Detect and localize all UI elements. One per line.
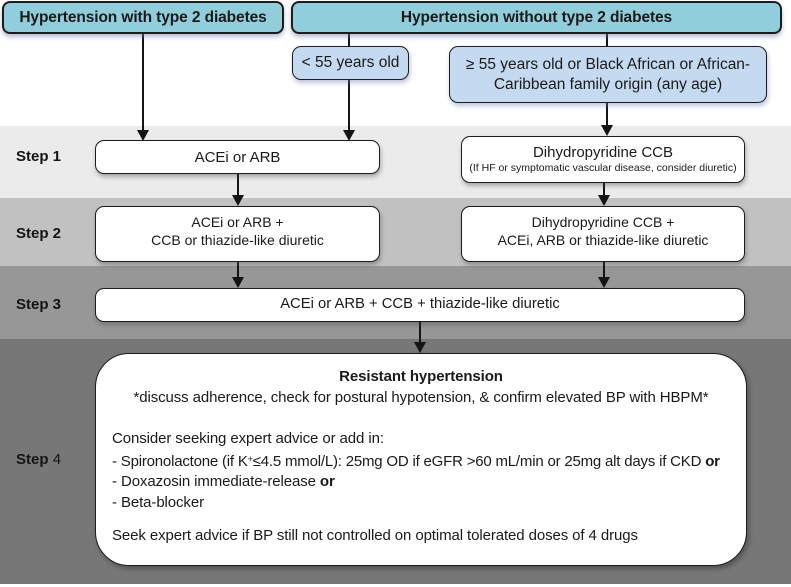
box-step3-text: ACEi or ARB + CCB + thiazide-like diuret… (280, 295, 560, 312)
step2-label: Step 2 (16, 225, 62, 242)
step3-label: Step 3 (16, 296, 62, 313)
box-over-55-line2: Caribbean family origin (any age) (493, 75, 723, 93)
arrowhead-step1-step2-right (598, 195, 610, 206)
resistant-subtitle: *discuss adherence, check for postural h… (133, 389, 709, 406)
box-under-55-text: < 55 years old (301, 54, 400, 71)
resistant-seek-advice: Seek expert advice if BP still not contr… (112, 527, 638, 544)
arrowhead-withdiabetes-step1 (137, 130, 149, 141)
arrowhead-under55-step1 (343, 130, 355, 141)
arrowhead-step1-step2-left (232, 195, 244, 206)
box-hypertension-without-diabetes-text: Hypertension without type 2 diabetes (400, 8, 673, 26)
potassium-superscript: + (247, 454, 253, 464)
doxazosin-text: - Doxazosin immediate-release (112, 473, 320, 490)
box-step1-ccb: Dihydropyridine CCB (If HF or symptomati… (461, 136, 745, 183)
box-step2-left-line2: CCB or thiazide-like diuretic (151, 232, 324, 248)
connector-over55-step1 (606, 103, 608, 126)
box-step2-left-line1: ACEi or ARB + (191, 214, 284, 230)
box-over-55: ≥ 55 years old or Black African or Afric… (449, 46, 767, 103)
connector-step1-step2-right (603, 183, 605, 196)
box-step2-left: ACEi or ARB + CCB or thiazide-like diure… (95, 206, 380, 262)
resistant-beta-blocker: - Beta-blocker (112, 494, 204, 511)
box-under-55: < 55 years old (292, 46, 409, 80)
step4-label-number: 4 (52, 451, 62, 468)
step4-label: Step 4 (16, 449, 86, 471)
connector-under55-step1 (348, 80, 350, 132)
box-step1-acei-arb-text: ACEi or ARB (194, 148, 281, 166)
resistant-consider: Consider seeking expert advice or add in… (112, 430, 384, 447)
box-hypertension-with-diabetes-text: Hypertension with type 2 diabetes (19, 8, 267, 26)
doxazosin-or: or (319, 473, 335, 490)
box-step4-resistant-hypertension: Resistant hypertension *discuss adherenc… (95, 353, 747, 566)
box-step1-acei-arb: ACEi or ARB (95, 140, 380, 174)
arrowhead-step3-step4 (414, 342, 426, 353)
box-step1-ccb-title: Dihydropyridine CCB (532, 144, 674, 161)
box-step2-right-line2: ACEi, ARB or thiazide-like diuretic (497, 232, 709, 248)
arrowhead-step2-step3-right (598, 277, 610, 288)
step1-label: Step 1 (16, 148, 62, 165)
box-step2-right: Dihydropyridine CCB + ACEi, ARB or thiaz… (461, 206, 745, 262)
resistant-spironolactone: - Spironolactone (if K+≤4.5 mmol/L): 25m… (112, 449, 730, 470)
box-step2-right-line1: Dihydropyridine CCB + (531, 214, 675, 230)
resistant-doxazosin: - Doxazosin immediate-release or (112, 471, 730, 492)
connector-step1-step2-left (237, 174, 239, 196)
connector-step2-step3-left (237, 262, 239, 278)
arrowhead-step2-step3-left (232, 277, 244, 288)
box-step1-ccb-note: (If HF or symptomatic vascular disease, … (469, 162, 737, 174)
connector-withdiabetes-step1 (142, 34, 144, 132)
box-hypertension-without-diabetes: Hypertension without type 2 diabetes (291, 1, 782, 34)
arrowhead-over55-step1 (601, 125, 613, 136)
spironolactone-dose-text: ≤4.5 mmol/L): 25mg OD if eGFR >60 mL/min… (252, 453, 706, 470)
box-hypertension-with-diabetes: Hypertension with type 2 diabetes (2, 1, 284, 34)
box-step3: ACEi or ARB + CCB + thiazide-like diuret… (95, 288, 745, 322)
box-over-55-line1: ≥ 55 years old or Black African or Afric… (465, 55, 751, 73)
connector-withoutdiabetes-under55 (348, 34, 350, 46)
spironolactone-text: - Spironolactone (if K (112, 453, 248, 470)
spironolactone-or: or (705, 453, 720, 470)
connector-withoutdiabetes-over55 (606, 34, 608, 46)
connector-step3-step4 (419, 322, 421, 343)
connector-step2-step3-right (603, 262, 605, 278)
step4-label-word: Step (16, 451, 53, 468)
resistant-title: Resistant hypertension (339, 368, 503, 385)
